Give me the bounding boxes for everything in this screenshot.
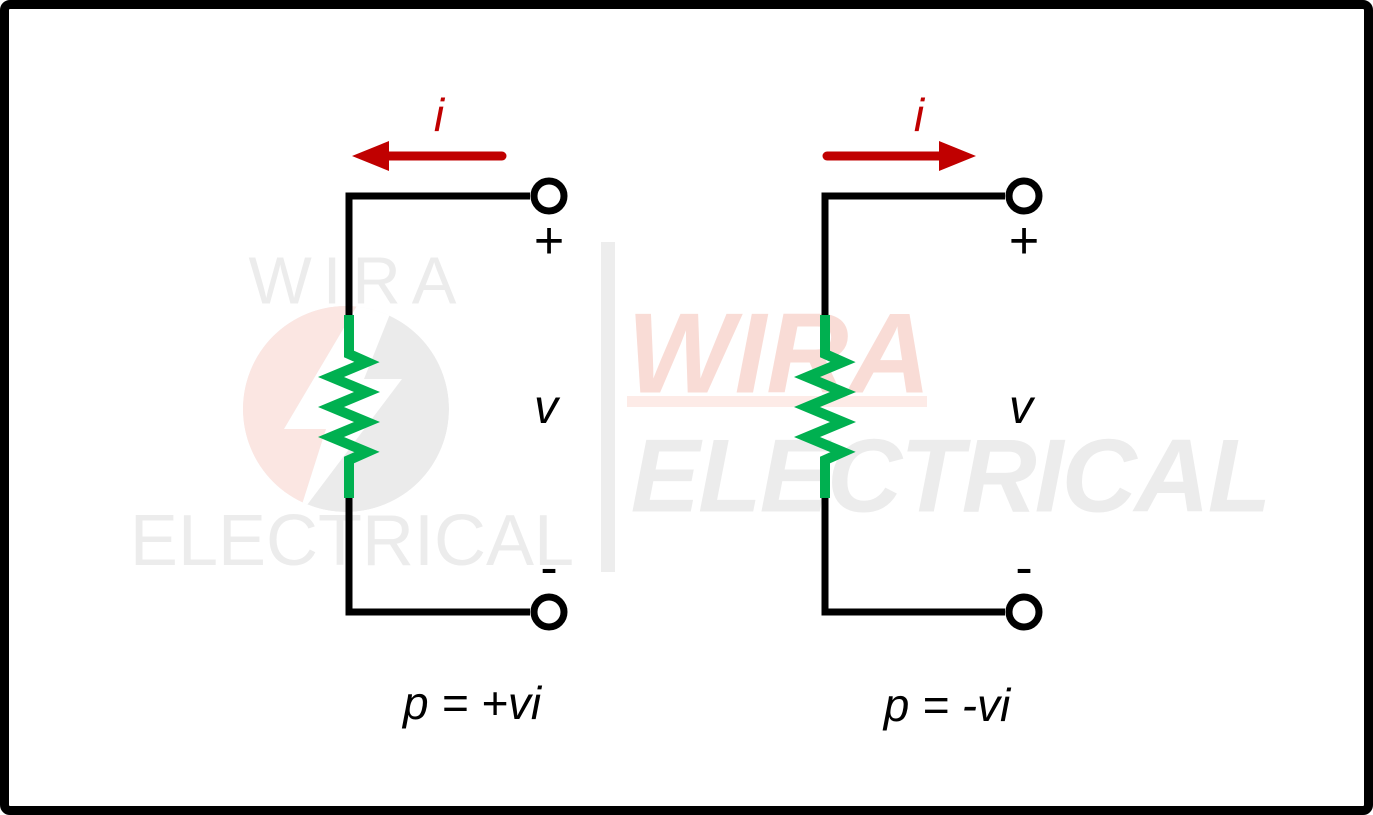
left-plus-sign: + bbox=[533, 212, 565, 270]
left-current-label: i bbox=[433, 89, 445, 141]
right-bottom-terminal-icon bbox=[1005, 593, 1043, 631]
right-plus-sign: + bbox=[1008, 212, 1040, 270]
left-wires bbox=[345, 192, 530, 616]
watermark-divider-bar bbox=[601, 242, 615, 572]
left-minus-sign: - bbox=[540, 539, 558, 597]
left-resistor-icon bbox=[318, 315, 380, 498]
left-bottom-terminal-icon bbox=[530, 593, 568, 631]
left-power-formula: p = +vi bbox=[402, 677, 542, 729]
left-top-terminal-icon bbox=[530, 177, 568, 215]
right-minus-sign: - bbox=[1015, 539, 1033, 597]
right-power-formula: p = -vi bbox=[883, 679, 1011, 731]
watermark-wira-underline bbox=[627, 396, 927, 407]
left-voltage-label: v bbox=[534, 381, 558, 434]
right-voltage-label: v bbox=[1009, 381, 1033, 434]
right-top-terminal-icon bbox=[1005, 177, 1043, 215]
right-current-label: i bbox=[913, 89, 925, 141]
watermark-electrical-right-text: ELECTRICAL bbox=[630, 418, 1272, 535]
watermark-wira-left-text: WIRA bbox=[248, 243, 468, 319]
left-current-arrow-icon bbox=[352, 141, 507, 171]
right-resistor-icon bbox=[794, 315, 856, 498]
right-circuit bbox=[794, 141, 1043, 631]
right-current-arrow-icon bbox=[822, 141, 976, 171]
left-circuit bbox=[318, 141, 568, 631]
circuits-drawing bbox=[318, 141, 1043, 631]
right-wires bbox=[821, 192, 1005, 616]
